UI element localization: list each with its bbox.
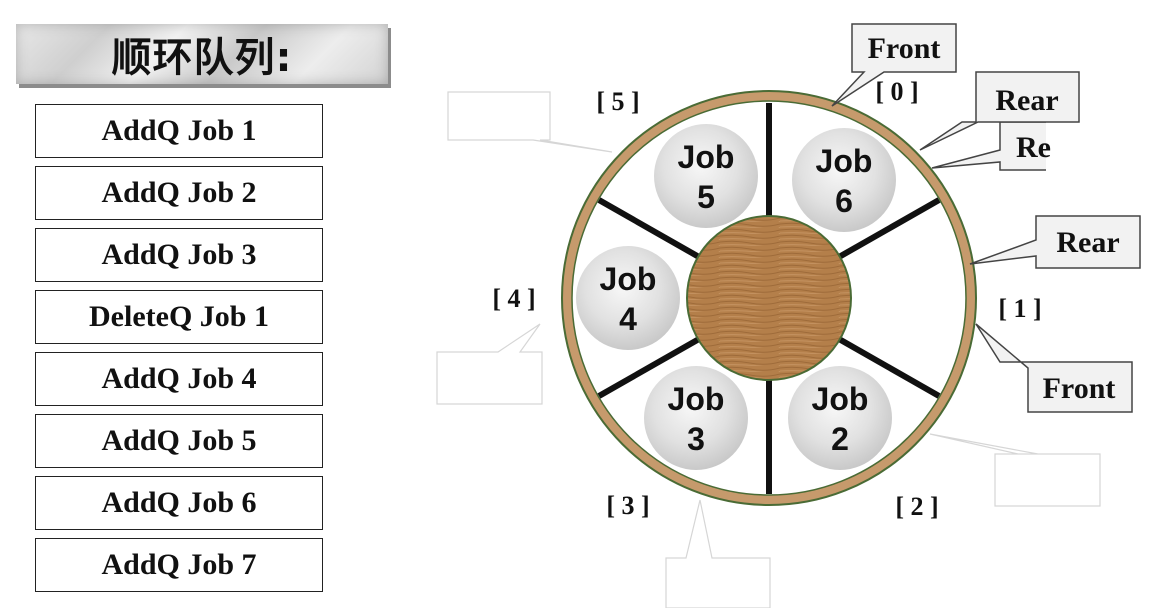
job-word-slot4: Job <box>600 261 657 297</box>
op-addq-job-4[interactable]: AddQ Job 4 <box>35 352 323 406</box>
op-addq-job-1[interactable]: AddQ Job 1 <box>35 104 323 158</box>
slot-dividers <box>597 103 941 494</box>
job-num-slot5: 5 <box>697 179 715 215</box>
rear-label-partial: Re <box>1016 131 1051 164</box>
slot-index-5: [ 5 ] <box>596 87 639 116</box>
job-disc-slot3 <box>644 366 748 470</box>
empty-callout-slot2 <box>929 433 1101 507</box>
slot-index-2: [ 2 ] <box>895 492 938 521</box>
job-disc-slot5 <box>654 124 758 228</box>
rear-pointer-right <box>969 215 1141 269</box>
slot-index-3: [ 3 ] <box>606 491 649 520</box>
front-pointer-right <box>975 323 1133 413</box>
job-word-slot3: Job <box>668 381 725 417</box>
job-word-slot5: Job <box>678 139 735 175</box>
divider-lower-left <box>597 336 701 399</box>
op-deleteq-job-1[interactable]: DeleteQ Job 1 <box>35 290 323 344</box>
slot-index-4: [ 4 ] <box>492 284 535 313</box>
job-num-slot0: 6 <box>835 183 853 219</box>
job-word-slot0: Job <box>816 143 873 179</box>
job-disc-slot4 <box>576 246 680 350</box>
front-pointer-top <box>831 23 957 107</box>
op-addq-job-2[interactable]: AddQ Job 2 <box>35 166 323 220</box>
rear-label-top: Rear <box>995 84 1058 117</box>
job-num-slot2: 2 <box>831 421 849 457</box>
rear-partial-mask <box>1046 118 1106 174</box>
divider-lower-right <box>837 336 941 399</box>
job-disc-slot2 <box>788 366 892 470</box>
job-num-slot3: 3 <box>687 421 705 457</box>
slot-index-1: [ 1 ] <box>998 294 1041 323</box>
rear-label-right: Rear <box>1056 226 1119 259</box>
empty-callout-slot5 <box>447 91 613 153</box>
queue-hub <box>686 215 852 381</box>
op-addq-job-5[interactable]: AddQ Job 5 <box>35 414 323 468</box>
empty-callout-slot4 <box>436 323 543 405</box>
front-label-right: Front <box>1043 372 1116 405</box>
op-addq-job-6[interactable]: AddQ Job 6 <box>35 476 323 530</box>
title-banner: 顺环队列: <box>16 24 388 84</box>
divider-upper-right <box>837 197 941 260</box>
page-title: 顺环队列: <box>111 35 293 81</box>
op-addq-job-7[interactable]: AddQ Job 7 <box>35 538 323 592</box>
job-num-slot4: 4 <box>619 301 637 337</box>
job-disc-slot0 <box>792 128 896 232</box>
slot-index-0: [ 0 ] <box>875 77 918 106</box>
rear-pointer-top <box>919 71 1080 151</box>
front-label-top: Front <box>868 32 941 65</box>
divider-upper-left <box>597 197 701 260</box>
job-word-slot2: Job <box>812 381 869 417</box>
empty-callout-slot3 <box>665 499 771 608</box>
op-addq-job-3[interactable]: AddQ Job 3 <box>35 228 323 282</box>
